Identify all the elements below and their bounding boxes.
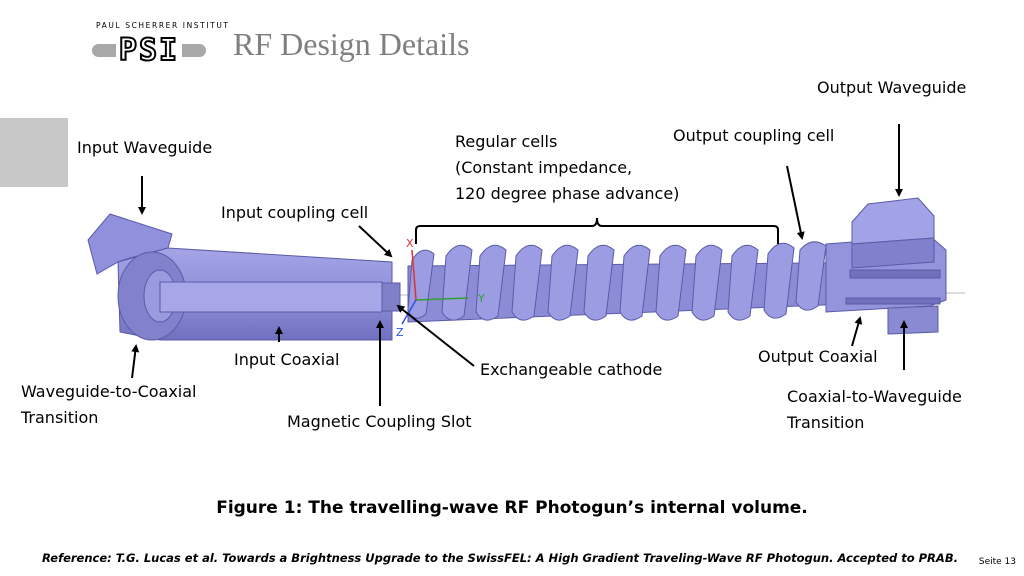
label-output-coaxial: Output Coaxial xyxy=(758,347,878,366)
output-waveguide-model xyxy=(825,197,947,335)
label-input-coaxial: Input Coaxial xyxy=(234,350,340,369)
page-title: RF Design Details xyxy=(233,26,470,62)
figure-caption: Figure 1: The travelling-wave RF Photogu… xyxy=(216,498,808,518)
label-coax-wg-transition-2: Transition xyxy=(787,413,865,432)
label-wg-coax-transition-1: Waveguide-to-Coaxial xyxy=(21,382,197,401)
arrow-exchangeable-cathode xyxy=(396,304,475,367)
label-regular-cells-1: Regular cells xyxy=(455,132,558,151)
arrow-output-coupling-cell xyxy=(786,165,805,240)
regular-cells-brace xyxy=(415,217,779,244)
label-magnetic-coupling-slot: Magnetic Coupling Slot xyxy=(287,412,472,431)
coordinate-axes: X Y Z xyxy=(396,237,485,339)
page-number: Seite 13 xyxy=(978,557,1016,567)
reference-text: Reference: T.G. Lucas et al. Towards a B… xyxy=(42,551,958,565)
label-wg-coax-transition-2: Transition xyxy=(21,408,99,427)
axis-z-label: Z xyxy=(396,326,404,339)
axis-y-label: Y xyxy=(477,292,485,305)
psi-logo: PSI xyxy=(92,32,206,69)
side-tab xyxy=(0,118,68,187)
psi-logo-text: PSI xyxy=(118,32,180,69)
label-output-coupling-cell: Output coupling cell xyxy=(673,126,835,145)
arrow-output-coaxial xyxy=(851,316,863,347)
label-coax-wg-transition-1: Coaxial-to-Waveguide xyxy=(787,387,962,406)
label-regular-cells-3: 120 degree phase advance) xyxy=(455,184,680,203)
label-input-coupling-cell: Input coupling cell xyxy=(221,203,369,222)
label-regular-cells-2: (Constant impedance, xyxy=(455,158,633,177)
label-input-waveguide: Input Waveguide xyxy=(77,138,213,157)
arrow-input-coupling-cell xyxy=(358,225,393,258)
arrow-wg-coax-transition xyxy=(131,344,140,379)
institute-name: PAUL SCHERRER INSTITUT xyxy=(96,21,230,30)
label-output-waveguide: Output Waveguide xyxy=(817,78,967,97)
label-exchangeable-cathode: Exchangeable cathode xyxy=(480,360,663,379)
input-coaxial-model xyxy=(117,247,401,341)
axis-x-label: X xyxy=(406,237,414,250)
